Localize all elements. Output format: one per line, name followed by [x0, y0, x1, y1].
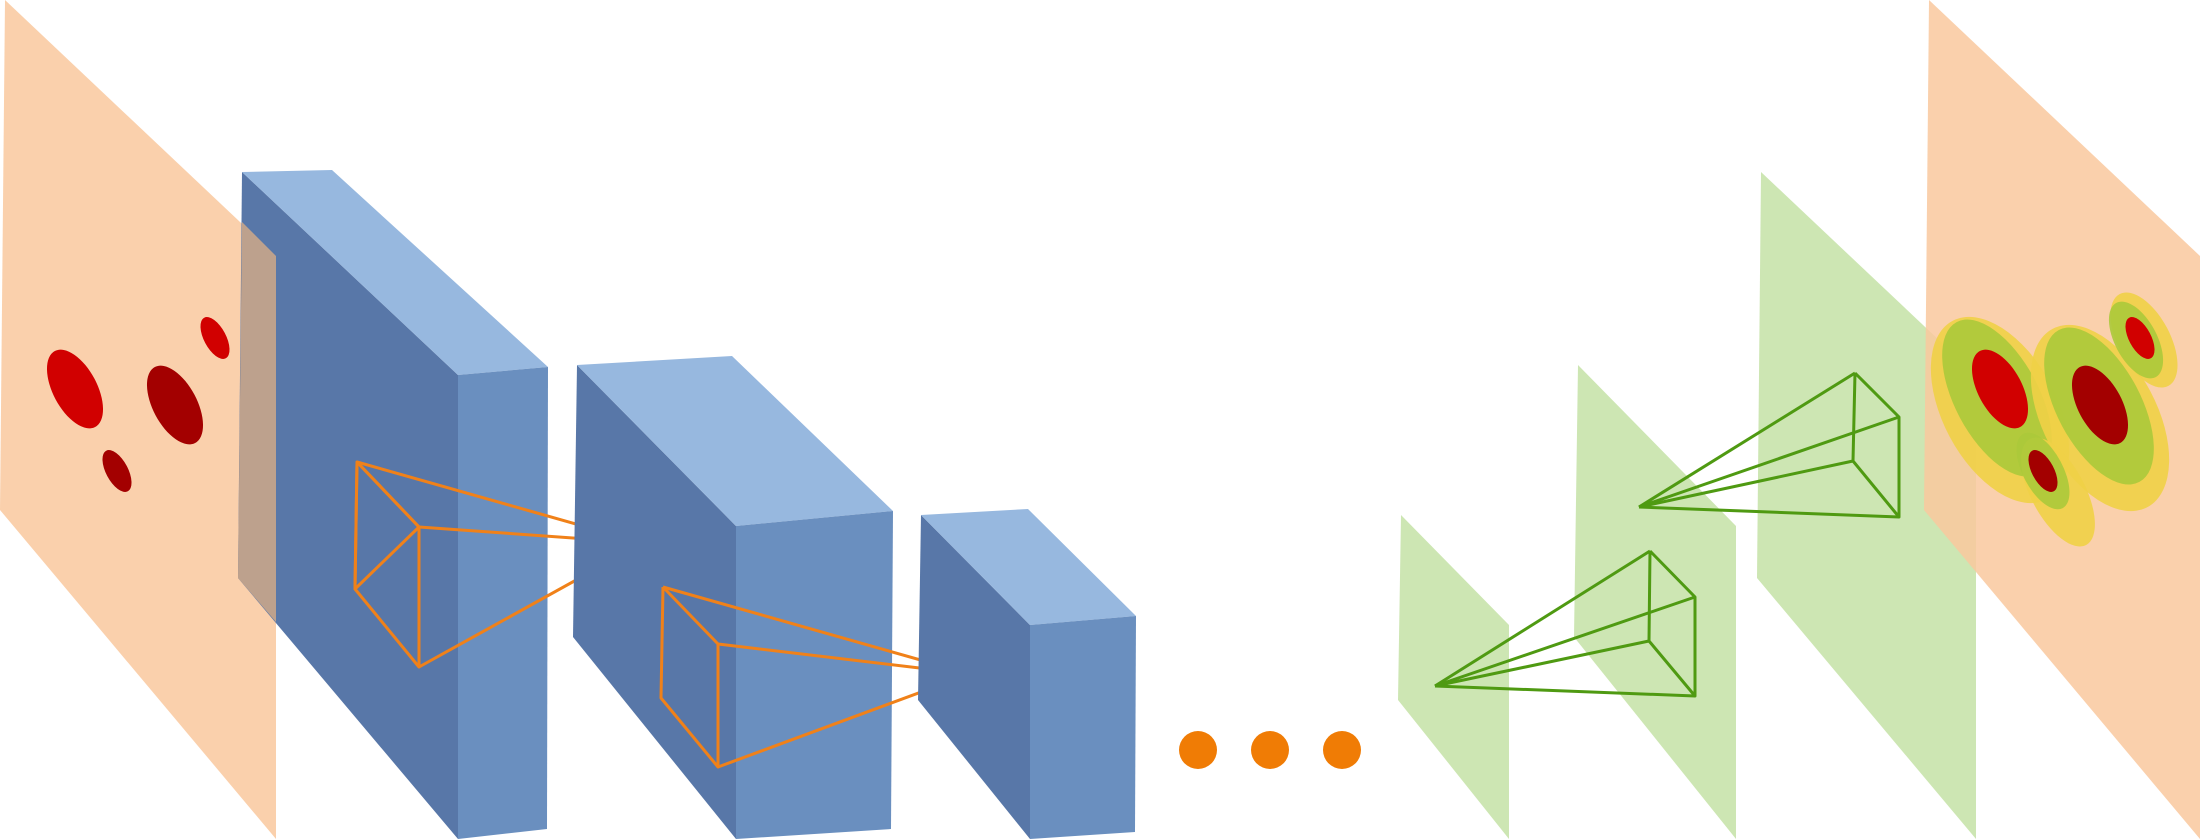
- block-side-face: [1030, 616, 1136, 839]
- encoder-block-3: [918, 509, 1136, 839]
- input-plane: [0, 0, 276, 839]
- block-side-face: [736, 511, 893, 839]
- input-blob: [146, 365, 204, 445]
- block-top-face: [577, 356, 893, 526]
- input-blob: [102, 450, 132, 492]
- heat-dark-red: [2071, 365, 2129, 445]
- decoder-plane-3: [1757, 172, 1976, 839]
- input-blobs: [46, 317, 230, 492]
- ellipsis-dot: [1251, 731, 1289, 769]
- block-front-face: [918, 515, 1030, 839]
- heatmap-blobs: [1930, 292, 2178, 547]
- encoder-block-2: [573, 356, 971, 839]
- input-blob: [46, 349, 104, 429]
- deconvolution-kernel-icon: [1638, 371, 1901, 519]
- decoder-feature-maps: [1398, 172, 1976, 839]
- block-front-face: [573, 365, 736, 839]
- ellipsis-dot: [1323, 731, 1361, 769]
- deconvolution-kernel-icon: [1434, 549, 1697, 698]
- output-heatmap: [1924, 0, 2200, 839]
- block-top-face: [242, 170, 548, 375]
- input-plane-overlap: [238, 222, 276, 622]
- block-front-face: [238, 172, 458, 839]
- ellipsis-dot: [1179, 731, 1217, 769]
- input-feature-map: [0, 0, 276, 839]
- decoder-plane-1: [1398, 515, 1509, 839]
- block-top-face: [921, 509, 1136, 625]
- heat-dark-red: [2028, 450, 2058, 492]
- block-side-face: [458, 367, 548, 839]
- heat-red: [2125, 317, 2155, 359]
- heat-red: [1971, 349, 2029, 429]
- decoder-plane-2: [1574, 365, 1736, 839]
- ellipsis-icon: [1179, 731, 1361, 769]
- input-blob: [200, 317, 230, 359]
